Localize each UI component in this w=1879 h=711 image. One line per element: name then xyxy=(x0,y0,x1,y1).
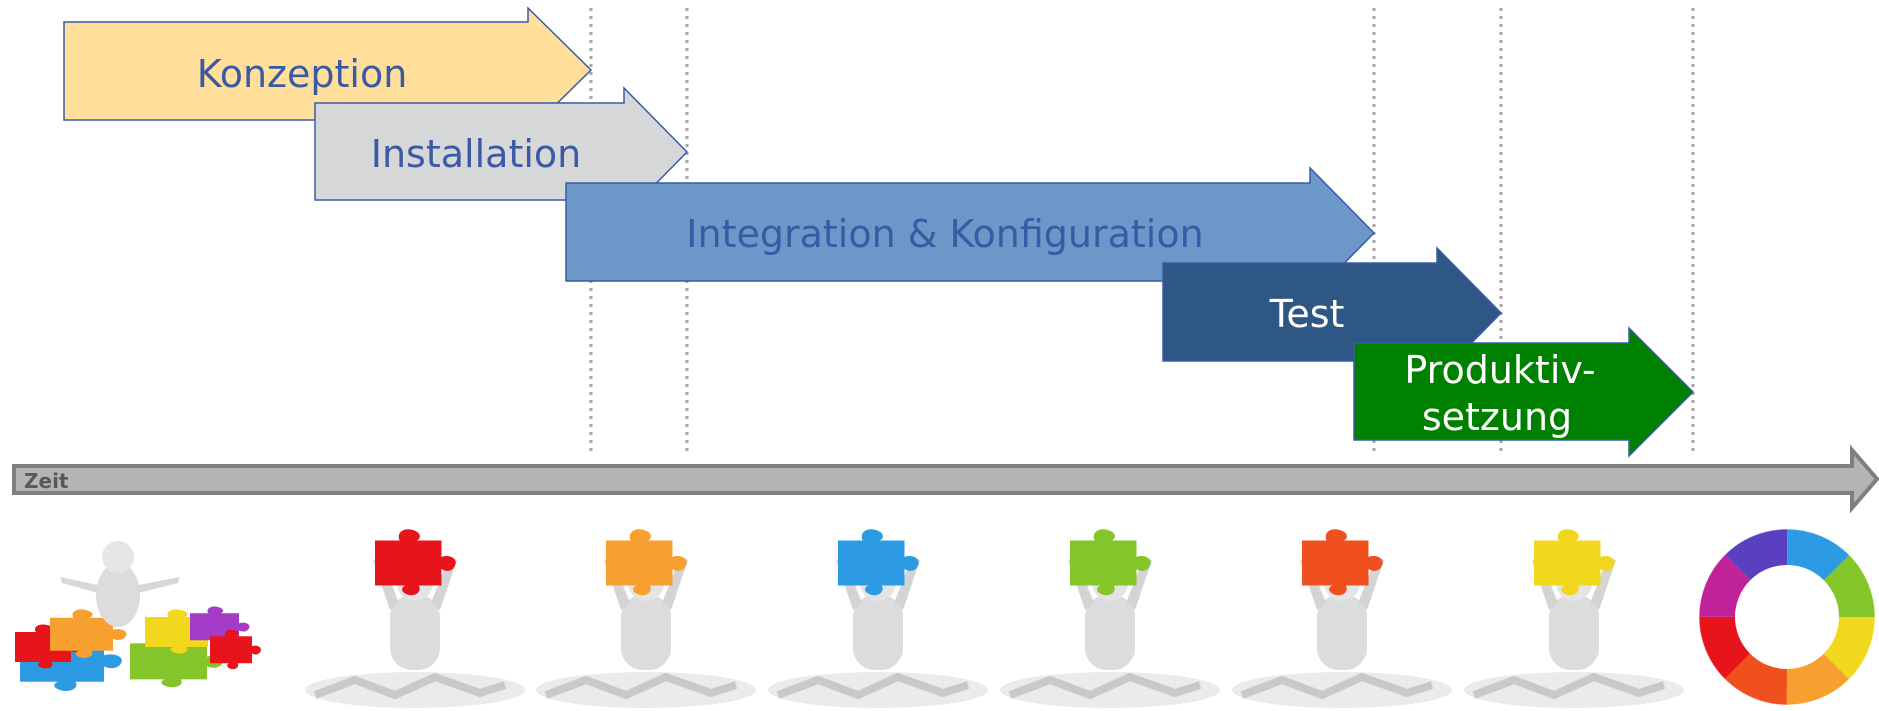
time-axis-label: Zeit xyxy=(24,469,69,493)
time-axis-arrow xyxy=(12,444,1879,514)
phase-arrow-produktivsetzung: Produktiv- setzung xyxy=(1353,326,1695,458)
phase-label: Installation xyxy=(371,132,581,176)
phase-arrow-shape xyxy=(63,6,593,134)
phase-label: Test xyxy=(1269,292,1345,336)
figure-yellow-piece-icon xyxy=(1464,529,1684,708)
figure-blue-piece-icon xyxy=(768,529,988,708)
phase-label: Integration & Konfiguration xyxy=(686,212,1203,256)
phase-label-line-1: Produktiv- xyxy=(1404,348,1595,392)
phase-arrow-konzeption: Konzeption xyxy=(63,6,593,134)
figure-row xyxy=(15,528,1876,708)
figure-orange-piece-icon xyxy=(536,529,756,708)
phase-label-line-2: setzung xyxy=(1422,395,1572,439)
phase-dividers xyxy=(589,8,1695,455)
puzzle-ring-icon xyxy=(1698,528,1876,706)
phase-arrow-shape xyxy=(1353,326,1695,458)
time-axis: Zeit xyxy=(12,444,1879,514)
figure-red-piece-icon xyxy=(305,529,525,708)
figure-green-piece-icon xyxy=(1000,529,1220,708)
puzzle-pile-figure-icon xyxy=(15,541,261,691)
phase-label: Konzeption xyxy=(197,52,408,96)
figure-orangered-piece-icon xyxy=(1232,529,1452,708)
